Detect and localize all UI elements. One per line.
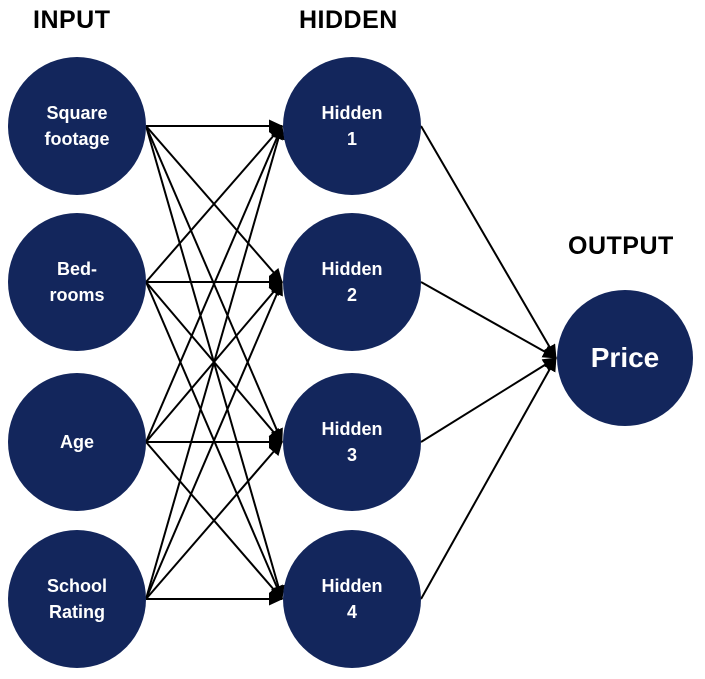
node-input-square-footage: Square footage (8, 57, 146, 195)
node-hidden-4: Hidden 4 (283, 530, 421, 668)
edge-hidden1-to-output1 (420, 125, 557, 359)
node-hidden-3: Hidden 3 (283, 373, 421, 511)
output-layer-label: OUTPUT (568, 232, 674, 260)
edge-input3-to-hidden2 (145, 281, 283, 443)
edge-input1-to-hidden3 (145, 125, 283, 443)
edge-hidden3-to-output1 (420, 357, 557, 443)
input-layer-label: INPUT (33, 6, 111, 34)
edge-input4-to-hidden1 (145, 125, 285, 600)
node-output-price: Price (557, 290, 693, 426)
edge-input4-to-hidden3 (145, 441, 283, 600)
node-input-bedrooms: Bed- rooms (8, 213, 146, 351)
edge-input3-to-hidden4 (145, 441, 283, 600)
hidden-layer-label: HIDDEN (299, 6, 398, 34)
edge-input1-to-hidden4 (145, 125, 285, 600)
edge-input3-to-hidden1 (145, 125, 283, 443)
node-hidden-1: Hidden 1 (283, 57, 421, 195)
node-input-school-rating: School Rating (8, 530, 146, 668)
edge-hidden4-to-output1 (420, 357, 557, 600)
edge-input1-to-hidden2 (145, 125, 283, 283)
node-hidden-2: Hidden 2 (283, 213, 421, 351)
edge-input2-to-hidden3 (145, 281, 283, 443)
node-input-age: Age (8, 373, 146, 511)
edge-input2-to-hidden1 (145, 125, 283, 283)
edge-input2-to-hidden4 (145, 281, 283, 600)
edge-hidden2-to-output1 (420, 281, 557, 359)
edge-input4-to-hidden2 (145, 281, 283, 600)
